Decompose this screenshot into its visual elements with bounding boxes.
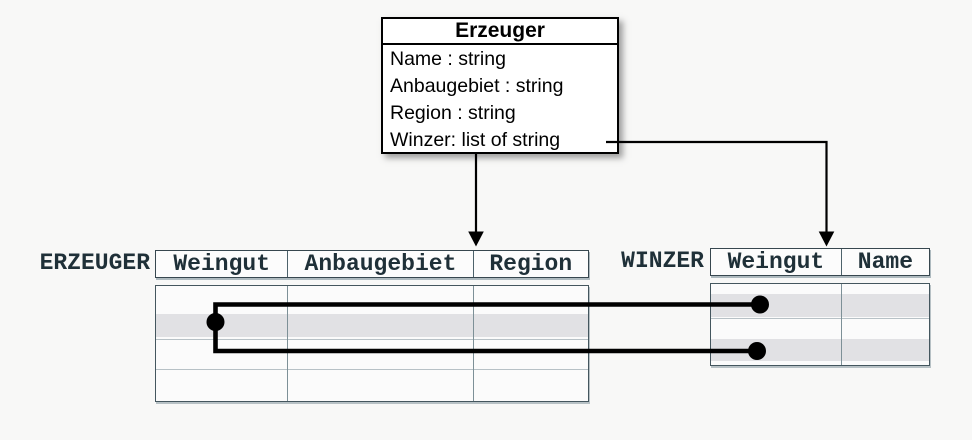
class-attribute-region: Region : string — [390, 102, 516, 124]
winzer-column-divider — [840, 284, 842, 365]
arrow-down-icon — [818, 231, 835, 247]
winzer-attribute-to-winzer-arrow-line — [606, 140, 828, 234]
erzeuger-column-region: Region — [472, 251, 588, 277]
class-attribute-anbaugebiet: Anbaugebiet : string — [390, 75, 564, 97]
arrow-down-icon — [468, 231, 484, 247]
erzeuger-column-anbaugebiet: Anbaugebiet — [287, 251, 472, 277]
class-attribute-name: Name : string — [390, 48, 506, 70]
class-box-erzeuger: Erzeuger Name : string Anbaugebiet : str… — [381, 17, 619, 154]
erzeuger-table-header: Weingut Anbaugebiet Region — [155, 250, 589, 278]
erzeuger-row-divider — [156, 369, 588, 370]
class-attributes: Name : string Anbaugebiet : string Regio… — [383, 45, 617, 154]
erzeuger-table-body — [155, 285, 589, 402]
class-title: Erzeuger — [383, 19, 617, 45]
erzeuger-table-label: ERZEUGER — [39, 250, 150, 276]
winzer-shaded-row — [711, 338, 929, 361]
winzer-column-weingut: Weingut — [727, 249, 825, 275]
erzeuger-column-weingut: Weingut — [173, 251, 270, 277]
winzer-table-body — [710, 283, 930, 366]
erzeuger-column-divider — [472, 286, 474, 401]
class-attribute-winzer: Winzer: list of string — [390, 129, 561, 151]
erzeuger-row-divider — [156, 339, 588, 340]
winzer-table-label: WINZER — [621, 248, 704, 274]
winzer-table-header: Weingut Name — [710, 248, 930, 276]
erzeuger-shaded-row — [156, 313, 588, 337]
winzer-row-divider — [711, 318, 929, 319]
winzer-shaded-row — [711, 293, 929, 317]
erzeuger-column-divider — [286, 286, 288, 401]
winzer-column-name: Name — [840, 249, 929, 275]
